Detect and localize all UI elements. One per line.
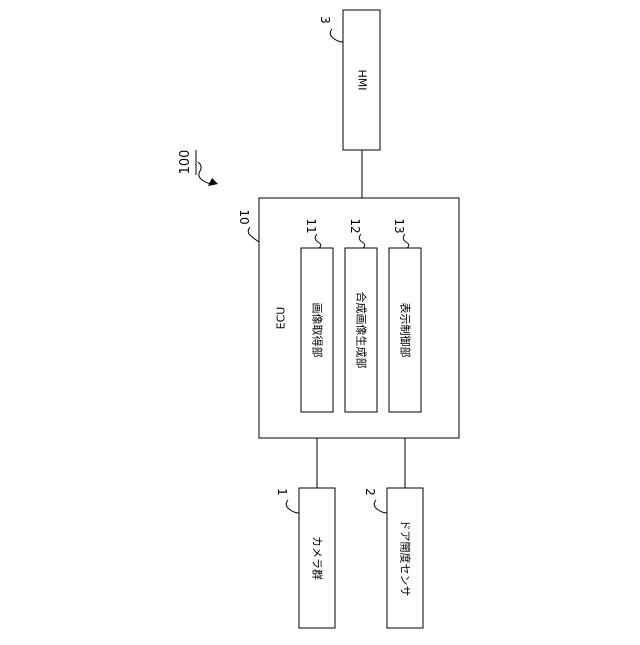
module-11-ref: 11 [304,218,318,233]
system-reference: 100 [178,150,218,186]
module-13-label: 表示制御部 [399,303,413,358]
door-sensor-ref-leader [374,500,387,513]
door-sensor-ref: 2 [363,488,377,496]
module-12-ref: 12 [348,218,362,233]
camera-group-block: カメラ群 1 [275,488,335,628]
module-13-ref: 13 [392,218,406,233]
system-ref-arrowhead [208,178,218,186]
ecu-ref: 10 [237,209,251,224]
module-11-label: 画像取得部 [311,303,325,358]
module-12-label: 合成画像生成部 [355,292,369,369]
camera-group-ref-leader [286,500,299,513]
hmi-block: HMI 3 [318,10,380,150]
camera-group-ref: 1 [275,488,289,496]
system-ref-label: 100 [178,150,193,175]
ecu-ref-leader [248,227,259,242]
door-sensor-label: ドア開度センサ [399,520,413,597]
hmi-ref-leader [330,29,343,42]
hmi-ref: 3 [318,16,332,24]
door-sensor-block: ドア開度センサ 2 [363,488,423,628]
hmi-label: HMI [356,69,369,90]
camera-group-label: カメラ群 [311,536,325,580]
ecu-label: ECU [275,307,288,330]
